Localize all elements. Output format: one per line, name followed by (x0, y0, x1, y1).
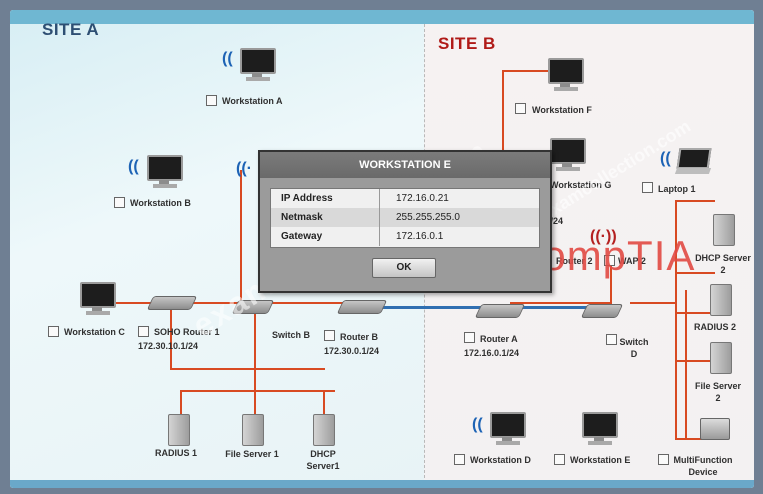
gateway-key: Gateway (281, 231, 323, 242)
wire-wap-switch-b (240, 170, 242, 310)
wifi-icon: (( (128, 158, 139, 175)
wire-switch-d-wap (610, 265, 612, 305)
wap-icon[interactable]: ((· (236, 160, 252, 177)
dhcp-server-1-icon[interactable] (313, 414, 335, 446)
wire-site-b-left-vertical (502, 70, 504, 180)
workstation-f-label: Workstation F (532, 105, 592, 115)
site-b-title: SITE B (438, 34, 496, 53)
dialog-title: WORKSTATION E (260, 152, 550, 178)
ip-address-row: IP Address 172.16.0.21 (271, 189, 539, 208)
workstation-c-label: Workstation C (64, 327, 125, 337)
gateway-row: Gateway 172.16.0.1 (271, 227, 539, 246)
wire-switch-d-right (630, 302, 675, 304)
wire-switch-b-down (254, 310, 256, 420)
switch-b-label: Switch B (272, 330, 311, 340)
workstation-e-checkbox[interactable] (554, 454, 565, 465)
ip-address-key: IP Address (281, 193, 333, 204)
workstation-f-checkbox[interactable] (515, 103, 526, 114)
dhcp-server-2-icon[interactable] (713, 214, 735, 246)
multifunction-device-label: MultiFunction Device (673, 455, 733, 477)
radius-2-label: RADIUS 2 (694, 322, 737, 332)
ip-address-value: 172.16.0.21 (396, 193, 449, 204)
ok-button[interactable]: OK (372, 258, 436, 278)
wire-servers-bus-2 (180, 390, 335, 392)
laptop-1-label: Laptop 1 (658, 184, 696, 194)
radius-1-server-icon[interactable] (168, 414, 190, 446)
top-bar (10, 10, 754, 24)
radius-1-label: RADIUS 1 (154, 448, 197, 458)
soho-router-1-checkbox[interactable] (138, 326, 149, 337)
wire-radius-1 (180, 390, 182, 415)
site-a-title: SITE A (42, 20, 100, 39)
workstation-b-label: Workstation B (130, 198, 191, 208)
wap-2-label: WAP 2 (618, 256, 646, 266)
switch-d-checkbox[interactable] (606, 334, 617, 345)
switch-d-label: Switch D (619, 337, 649, 359)
wire-servers-bus (170, 368, 325, 370)
netmask-value: 255.255.255.0 (396, 212, 460, 223)
wap-2-checkbox[interactable] (604, 255, 615, 266)
router-a-ip: 172.16.0.1/24 (464, 348, 520, 358)
wire-multifunction (675, 438, 715, 440)
soho-router-1-ip: 172.30.10.1/24 (138, 341, 199, 351)
radius-2-server-icon[interactable] (710, 284, 732, 316)
network-simulation-screen: SITE A SITE B (( Workstation A (( Workst… (10, 10, 754, 488)
workstation-a-checkbox[interactable] (206, 95, 217, 106)
file-server-2-icon[interactable] (710, 342, 732, 374)
wire-radius-2-upper (675, 272, 715, 274)
workstation-a-label: Workstation A (222, 96, 283, 106)
router-b-checkbox[interactable] (324, 330, 335, 341)
file-server-2-label: File Server 2 (694, 381, 742, 403)
dhcp-server-2-label: DHCP Server 2 (695, 253, 751, 275)
router-a-checkbox[interactable] (464, 332, 475, 343)
router-b-ip: 172.30.0.1/24 (324, 346, 380, 356)
netmask-key: Netmask (281, 212, 323, 223)
wire-radius-2 (675, 312, 715, 314)
workstation-g-label: Workstation G (550, 180, 612, 190)
workstation-d-label: Workstation D (470, 455, 531, 465)
dhcp-server-1-label: DHCP Server1 (306, 449, 340, 471)
router-2-label: Router 2 (556, 256, 593, 266)
wire-file-server-2 (675, 360, 715, 362)
wire-dhcp-1 (323, 390, 325, 415)
multifunction-checkbox[interactable] (658, 454, 669, 465)
dialog-info-table: IP Address 172.16.0.21 Netmask 255.255.2… (270, 188, 540, 248)
gateway-value: 172.16.0.1 (396, 231, 444, 242)
workstation-e-label: Workstation E (570, 455, 631, 465)
soho-router-1-label: SOHO Router 1 (154, 327, 220, 337)
laptop-1-checkbox[interactable] (642, 182, 653, 193)
switch-d-icon[interactable] (580, 304, 624, 318)
wifi-icon: (( (472, 416, 483, 433)
soho-router-1-icon[interactable] (146, 296, 198, 310)
router-a-label: Router A (480, 334, 518, 344)
wifi-icon: (( (222, 50, 233, 67)
wire-soho-down (170, 310, 172, 370)
netmask-row: Netmask 255.255.255.0 (271, 208, 539, 227)
wire-router-a-switch-d (510, 302, 610, 304)
workstation-e-dialog: WORKSTATION E IP Address 172.16.0.21 Net… (258, 150, 552, 293)
multifunction-device-icon[interactable] (700, 418, 730, 440)
wire-site-b-right-vertical-2 (685, 290, 687, 440)
wire-site-b-right-vertical (675, 200, 677, 440)
router-b-icon[interactable] (336, 300, 388, 314)
workstation-d-checkbox[interactable] (454, 454, 465, 465)
file-server-1-icon[interactable] (242, 414, 264, 446)
wire-workstation-f (502, 70, 552, 72)
wire-dhcp-2 (675, 200, 715, 202)
bottom-bar (10, 480, 754, 488)
wifi-icon: (( (660, 150, 671, 167)
wap-2-icon[interactable]: ((·)) (590, 228, 617, 245)
wire-site-a-main (110, 302, 358, 304)
router-b-label: Router B (340, 332, 378, 342)
workstation-b-checkbox[interactable] (114, 197, 125, 208)
file-server-1-label: File Server 1 (225, 449, 279, 459)
router-a-icon[interactable] (474, 304, 526, 318)
workstation-c-checkbox[interactable] (48, 326, 59, 337)
